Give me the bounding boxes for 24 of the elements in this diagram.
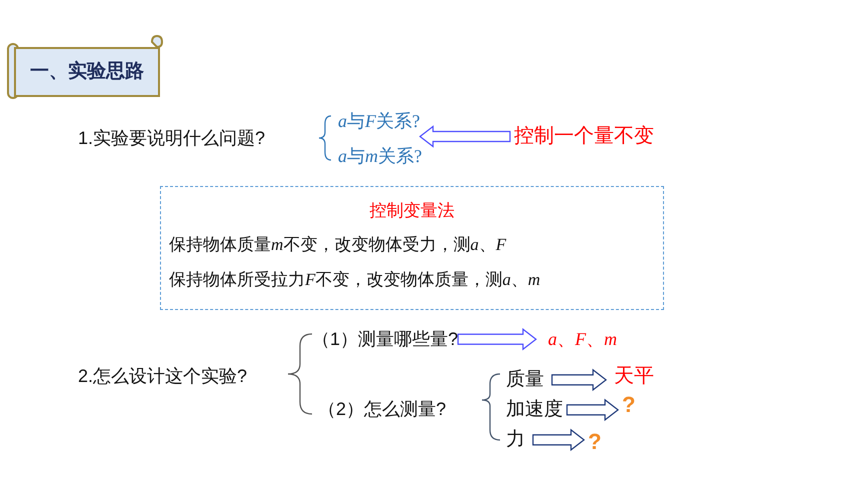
question-mark: ? (618, 391, 636, 418)
note-text: 控制一个量不变 (510, 124, 654, 149)
quantity-text: 力 (506, 428, 533, 452)
quantity-text: 加速度 (506, 398, 567, 422)
panel-heading: 控制变量法 (368, 201, 456, 222)
hollow-arrow (457, 328, 537, 350)
answer-text: a、F、m (536, 328, 617, 350)
hollow-arrow (566, 398, 619, 422)
hollow-arrow (419, 125, 511, 148)
question-mark: ? (584, 428, 602, 456)
hollow-arrow (551, 368, 607, 392)
method-panel (160, 186, 664, 310)
hollow-arrow (532, 428, 585, 452)
quantity-text: 质量 (506, 368, 552, 392)
relation-text: a与F关系? (338, 110, 420, 132)
scroll-title-banner: 一、实验思路 (14, 47, 160, 97)
question-text: 1.实验要说明什么问题? (78, 127, 266, 150)
sub-question-text: （2）怎么测量? (318, 398, 446, 420)
method-text: 保持物体所受拉力F不变，改变物体质量，测a、m (169, 268, 542, 291)
question-text: 2.怎么设计这个实验? (78, 365, 248, 388)
answer-text: 天平 (606, 364, 654, 389)
method-text: 保持物体质量m不变，改变物体受力，测a、F (169, 234, 508, 256)
sub-question-text: （1）测量哪些量? (312, 328, 458, 350)
relation-text: a与m关系? (338, 145, 422, 168)
